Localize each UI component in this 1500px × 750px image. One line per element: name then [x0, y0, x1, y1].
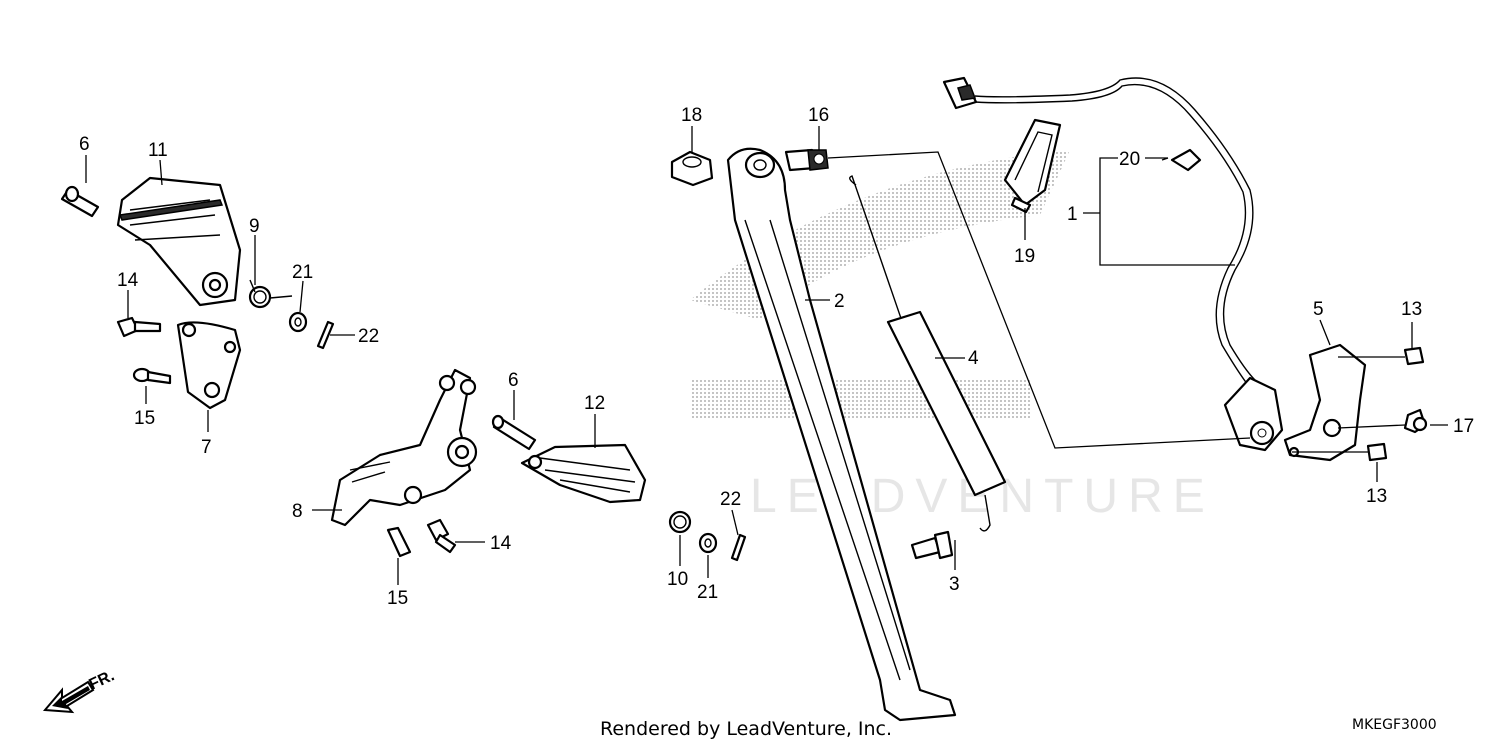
- callout-15-upper: 15: [134, 408, 155, 429]
- callout-11: 11: [148, 140, 168, 161]
- callout-3: 3: [949, 574, 960, 595]
- callout-13-upper: 13: [1401, 299, 1422, 320]
- footpeg-part-11: [116, 176, 242, 307]
- callout-labels: 6 11 9 21 22 14 15 7 8 15 14 6 12 10 21 …: [79, 105, 1474, 609]
- callout-21-lower: 21: [697, 582, 718, 603]
- spring-part-10: [668, 510, 692, 534]
- pin-part-6: [60, 185, 100, 218]
- callout-22-upper: 22: [358, 326, 379, 347]
- pin-part-6-lower: [491, 414, 537, 451]
- nut-part-18: [670, 150, 714, 187]
- callout-16: 16: [808, 105, 829, 126]
- callout-2: 2: [834, 291, 845, 312]
- callout-1: 1: [1067, 204, 1078, 225]
- cotter-pin-part-22: [316, 320, 335, 350]
- leader-lines: [85, 126, 1448, 585]
- bolt-part-14: [116, 316, 162, 338]
- bracket-part-7: [176, 321, 242, 410]
- callout-6-upper: 6: [79, 134, 90, 155]
- callout-8: 8: [292, 501, 303, 522]
- callout-9: 9: [249, 216, 260, 237]
- bolt-part-14-lower: [426, 518, 457, 554]
- callout-10: 10: [667, 569, 688, 590]
- sidestand-part-2: [726, 147, 957, 722]
- clip-part-20: [1161, 148, 1202, 172]
- callout-14-lower: 14: [490, 533, 512, 554]
- callout-5: 5: [1313, 299, 1324, 320]
- washer-part-21: [288, 311, 308, 333]
- callout-19: 19: [1014, 246, 1035, 267]
- band-part-19: [1003, 118, 1062, 214]
- cotter-pin-part-22-lower: [730, 533, 747, 562]
- callout-6-lower: 6: [508, 370, 519, 391]
- callout-22-lower: 22: [720, 489, 741, 510]
- nut-part-17: [1403, 408, 1428, 434]
- plate-part-5: [1283, 343, 1367, 462]
- callout-4: 4: [968, 348, 979, 369]
- callout-21-upper: 21: [292, 262, 313, 283]
- footpeg-part-12: [520, 443, 647, 504]
- callout-15-lower: 15: [387, 588, 408, 609]
- bolt-part-15-lower: [386, 526, 412, 558]
- front-label: FR.: [87, 667, 118, 693]
- washer-part-21-lower: [698, 532, 718, 554]
- callout-18: 18: [681, 105, 702, 126]
- spring-part-4: [849, 175, 1007, 532]
- switch-part-1: [942, 76, 1284, 452]
- callout-12: 12: [584, 393, 605, 414]
- callout-17: 17: [1453, 416, 1474, 437]
- front-direction-arrow: FR.: [42, 667, 118, 714]
- bolt-part-16: [784, 148, 829, 172]
- callout-14-upper: 14: [117, 270, 139, 291]
- callout-20: 20: [1119, 149, 1140, 170]
- callout-13-lower: 13: [1366, 486, 1387, 507]
- diagram-code: MKEGF3000: [1352, 717, 1437, 733]
- bolt-part-15: [132, 367, 172, 385]
- spring-part-9: [248, 279, 293, 309]
- bracket-part-8: [330, 368, 478, 527]
- render-credit: Rendered by LeadVenture, Inc.: [600, 718, 893, 740]
- bolt-part-3: [910, 530, 954, 560]
- bolt-part-13-upper: [1403, 346, 1425, 366]
- callout-7: 7: [201, 437, 212, 458]
- bolt-part-13-lower: [1366, 442, 1388, 462]
